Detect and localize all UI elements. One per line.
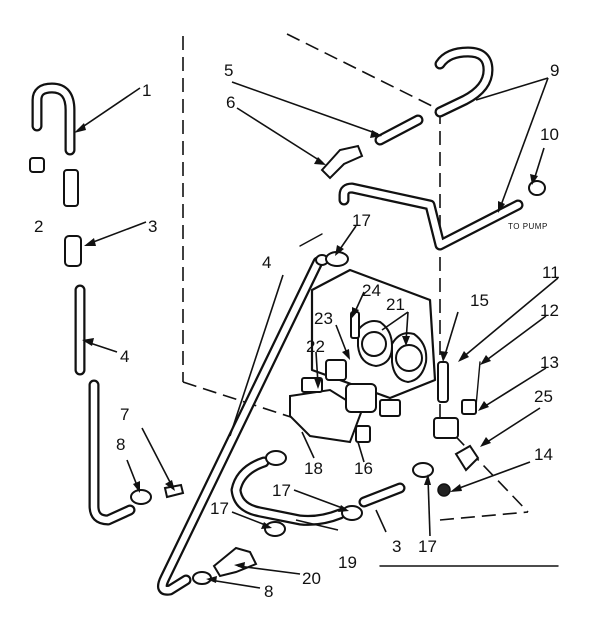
callout-18: 18 [304,459,323,478]
callout-10: 10 [540,125,559,144]
callout-17-top: 17 [352,211,371,230]
callout-19: 19 [338,553,357,572]
callout-15: 15 [470,291,489,310]
callout-5: 5 [224,61,233,80]
top-hoses [320,46,546,251]
callout-17-left: 17 [210,499,229,518]
callout-7: 7 [120,405,129,424]
valve-assembly [289,268,481,497]
callout-22: 22 [306,337,325,356]
callout-3-bottom: 3 [392,537,401,556]
callout-11: 11 [542,263,560,282]
callout-16: 16 [354,459,373,478]
callout-13: 13 [540,353,559,372]
callout-17-right: 17 [418,537,437,556]
callout-labels: 1 2 3 4 4 5 6 7 8 8 9 10 11 12 13 14 15 … [34,61,560,601]
callout-12: 12 [540,301,559,320]
callout-3: 3 [148,217,157,236]
callout-2: 2 [34,217,43,236]
to-pump-label: TO PUMP [508,222,548,231]
diagonal-hose [156,233,349,596]
callout-17-mid: 17 [272,481,291,500]
callout-25: 25 [534,387,553,406]
leader-lines [74,77,559,589]
callout-23: 23 [314,309,333,328]
callout-8-bottom: 8 [264,582,273,601]
callout-20: 20 [302,569,321,588]
lower-hoses [192,450,434,585]
callout-4-mid: 4 [262,253,271,272]
hose-assembly-left [29,82,185,526]
callout-21: 21 [386,295,405,314]
callout-24: 24 [362,281,381,300]
callout-14: 14 [534,445,553,464]
callout-4-left: 4 [120,347,129,366]
callout-6: 6 [226,93,235,112]
callout-9: 9 [550,61,559,80]
callout-8-left: 8 [116,435,125,454]
callout-1: 1 [142,81,151,100]
